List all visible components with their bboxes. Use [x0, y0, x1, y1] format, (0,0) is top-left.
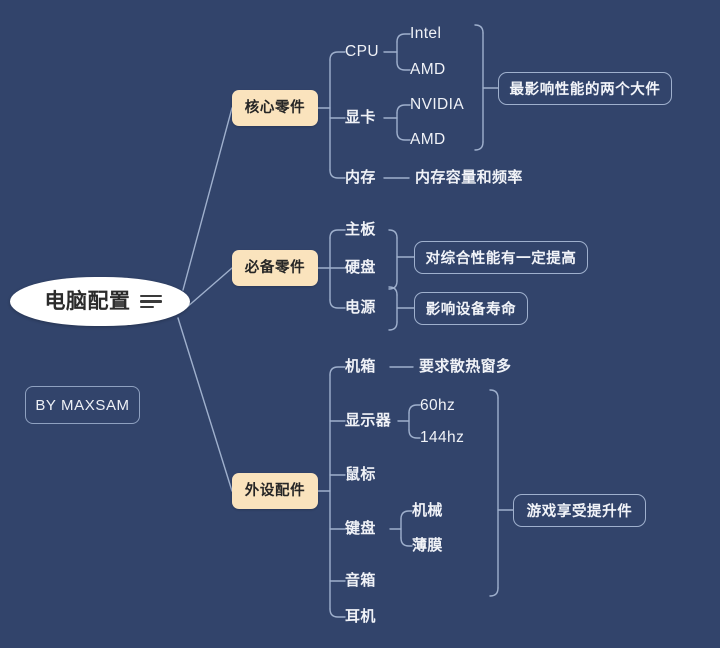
- summary-peripherals[interactable]: 游戏享受提升件: [513, 494, 646, 527]
- wire-must-to-mb: [329, 229, 346, 239]
- wire-core-to-ram: [329, 169, 346, 179]
- node-motherboard[interactable]: 主板: [345, 221, 376, 238]
- branch-label: 外设配件: [244, 482, 306, 499]
- wire-peri-sum-top: [489, 389, 499, 399]
- branch-node-peripherals[interactable]: 外设配件: [232, 473, 318, 509]
- node-power-supply[interactable]: 电源: [345, 299, 376, 316]
- root-node[interactable]: 电脑配置: [10, 277, 190, 326]
- hamburger-menu-icon[interactable]: [139, 294, 162, 309]
- wire-core-sum-top: [474, 24, 484, 34]
- wire-must-sum1-bot: [388, 280, 398, 290]
- summary-label: 最影响性能的两个大件: [509, 82, 661, 98]
- summary-label: 影响设备寿命: [425, 302, 517, 318]
- summary-label: 对综合性能有一定提高: [425, 251, 577, 267]
- node-headset[interactable]: 耳机: [345, 608, 376, 625]
- wire-must-sum2-bot: [388, 321, 398, 331]
- node-amd-gpu[interactable]: AMD: [410, 131, 446, 148]
- wire-gpu-nvidia: [396, 104, 411, 114]
- branch-label: 必备零件: [244, 259, 306, 276]
- wire-root-to-core: [182, 107, 233, 291]
- node-keyboard-membrane[interactable]: 薄膜: [412, 537, 443, 554]
- wire-peri-sum-bot: [489, 587, 499, 597]
- node-speaker[interactable]: 音箱: [345, 572, 376, 589]
- wire-must-to-psu: [329, 299, 346, 309]
- wire-cpu-intel: [396, 33, 411, 43]
- wire-core-to-cpu: [329, 51, 346, 61]
- summary-essential-performance[interactable]: 对综合性能有一定提高: [414, 241, 588, 274]
- node-gpu[interactable]: 显卡: [345, 109, 376, 126]
- wire-must-sum2-top: [388, 286, 398, 296]
- wire-gpu-amd: [396, 131, 411, 141]
- wire-core-sum-bot: [474, 141, 484, 151]
- node-mouse[interactable]: 鼠标: [345, 466, 376, 483]
- root-node-label: 电脑配置: [44, 290, 131, 313]
- summary-core-parts[interactable]: 最影响性能的两个大件: [498, 72, 672, 105]
- wire-monitor-60: [408, 404, 421, 414]
- credit-badge: BY MAXSAM: [25, 386, 140, 424]
- node-memory-detail[interactable]: 内存容量和频率: [415, 169, 523, 186]
- wire-must-sum1-top: [388, 229, 398, 239]
- wire-keyboard-mech: [400, 510, 413, 520]
- node-monitor-60hz[interactable]: 60hz: [420, 397, 456, 414]
- node-intel[interactable]: Intel: [410, 25, 442, 42]
- node-memory[interactable]: 内存: [345, 169, 376, 186]
- node-case-detail[interactable]: 要求散热窗多: [419, 358, 512, 375]
- wire-cpu-amd: [396, 61, 411, 71]
- node-nvidia[interactable]: NVIDIA: [410, 96, 465, 113]
- wire-keyboard-mem: [400, 537, 413, 547]
- node-harddisk[interactable]: 硬盘: [345, 259, 376, 276]
- branch-label: 核心零件: [244, 99, 306, 116]
- node-cpu[interactable]: CPU: [345, 43, 379, 60]
- wire-peri-to-headset: [329, 608, 346, 618]
- wire-peri-to-case: [329, 366, 346, 376]
- wire-root-to-peri: [177, 317, 233, 492]
- node-case[interactable]: 机箱: [345, 358, 376, 375]
- branch-node-core-parts[interactable]: 核心零件: [232, 90, 318, 126]
- summary-essential-lifespan[interactable]: 影响设备寿命: [414, 292, 528, 325]
- node-monitor[interactable]: 显示器: [345, 412, 392, 429]
- wire-monitor-144: [408, 429, 421, 439]
- node-monitor-144hz[interactable]: 144hz: [420, 429, 465, 446]
- node-keyboard[interactable]: 键盘: [345, 520, 376, 537]
- node-keyboard-mechanical[interactable]: 机械: [412, 502, 443, 519]
- summary-label: 游戏享受提升件: [526, 504, 633, 520]
- credit-label: BY MAXSAM: [35, 396, 130, 414]
- branch-node-essential-parts[interactable]: 必备零件: [232, 250, 318, 286]
- wire-root-to-must: [185, 267, 233, 309]
- node-amd-cpu[interactable]: AMD: [410, 61, 446, 78]
